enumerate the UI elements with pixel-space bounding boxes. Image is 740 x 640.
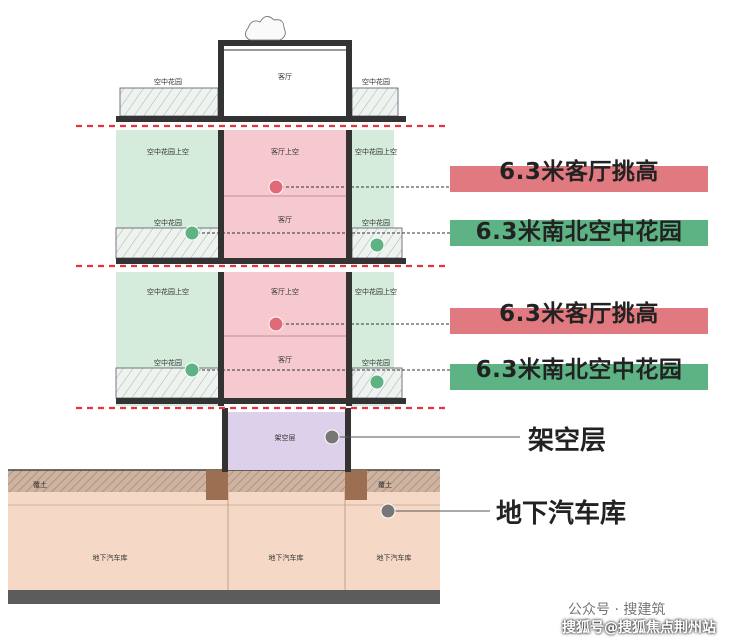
label-soil-left: 覆土 bbox=[33, 480, 47, 489]
marker-garage bbox=[380, 503, 396, 519]
marker-garden-2b bbox=[369, 374, 385, 390]
banner-living-1: 6.3米客厅挑高 bbox=[450, 159, 708, 192]
label-sky-garden-1-right: 空中花园 bbox=[362, 218, 390, 227]
label-living-above-1: 客厅上空 bbox=[271, 147, 299, 156]
banner-garden-2-text: 6.3米南北空中花园 bbox=[475, 357, 683, 383]
label-garage-callout: 地下汽车库 bbox=[496, 499, 627, 529]
label-garden-above-1-left: 空中花园上空 bbox=[147, 147, 189, 156]
label-sky-garden-top-right: 空中花园 bbox=[362, 77, 390, 86]
marker-living-2 bbox=[268, 316, 284, 332]
marker-garden-1b bbox=[369, 237, 385, 253]
marker-living-1 bbox=[268, 179, 284, 195]
label-living-above-2: 客厅上空 bbox=[271, 287, 299, 296]
marker-garden-2a bbox=[184, 362, 200, 378]
label-living-room-2: 客厅 bbox=[278, 355, 292, 364]
banner-garden-2: 6.3米南北空中花园 bbox=[450, 357, 708, 390]
living-room-lower-fill bbox=[222, 272, 348, 404]
label-stilt-floor: 架空层 bbox=[275, 433, 296, 442]
label-living-room-top: 客厅 bbox=[278, 72, 292, 81]
label-sky-garden-2-right: 空中花园 bbox=[362, 358, 390, 367]
label-garden-above-2-left: 空中花园上空 bbox=[147, 287, 189, 296]
banner-living-2-text: 6.3米客厅挑高 bbox=[499, 301, 659, 327]
label-sky-garden-1-left: 空中花园 bbox=[154, 218, 182, 227]
watermark-source: 搜狐号@搜狐焦点荆州站 bbox=[562, 620, 716, 636]
label-garage-center: 地下汽车库 bbox=[269, 553, 304, 562]
label-soil-right: 覆土 bbox=[378, 480, 392, 489]
label-garage-left: 地下汽车库 bbox=[93, 553, 128, 562]
label-sky-garden-top-left: 空中花园 bbox=[154, 77, 182, 86]
label-living-room-1: 客厅 bbox=[278, 215, 292, 224]
banner-garden-1: 6.3米南北空中花园 bbox=[450, 219, 708, 246]
label-garage-right: 地下汽车库 bbox=[377, 553, 412, 562]
label-sky-garden-2-left: 空中花园 bbox=[154, 358, 182, 367]
ground-slab bbox=[8, 590, 440, 604]
label-garden-above-1-right: 空中花园上空 bbox=[355, 147, 397, 156]
banner-living-2: 6.3米客厅挑高 bbox=[450, 301, 708, 334]
label-garden-above-2-right: 空中花园上空 bbox=[355, 287, 397, 296]
banner-living-1-text: 6.3米客厅挑高 bbox=[499, 159, 659, 185]
marker-garden-1a bbox=[184, 225, 200, 241]
marker-stilt bbox=[324, 429, 340, 445]
banner-garden-1-text: 6.3米南北空中花园 bbox=[475, 219, 683, 245]
label-stilt-callout: 架空层 bbox=[528, 426, 607, 456]
watermark-account: 公众号 · 搜建筑 bbox=[568, 602, 666, 618]
